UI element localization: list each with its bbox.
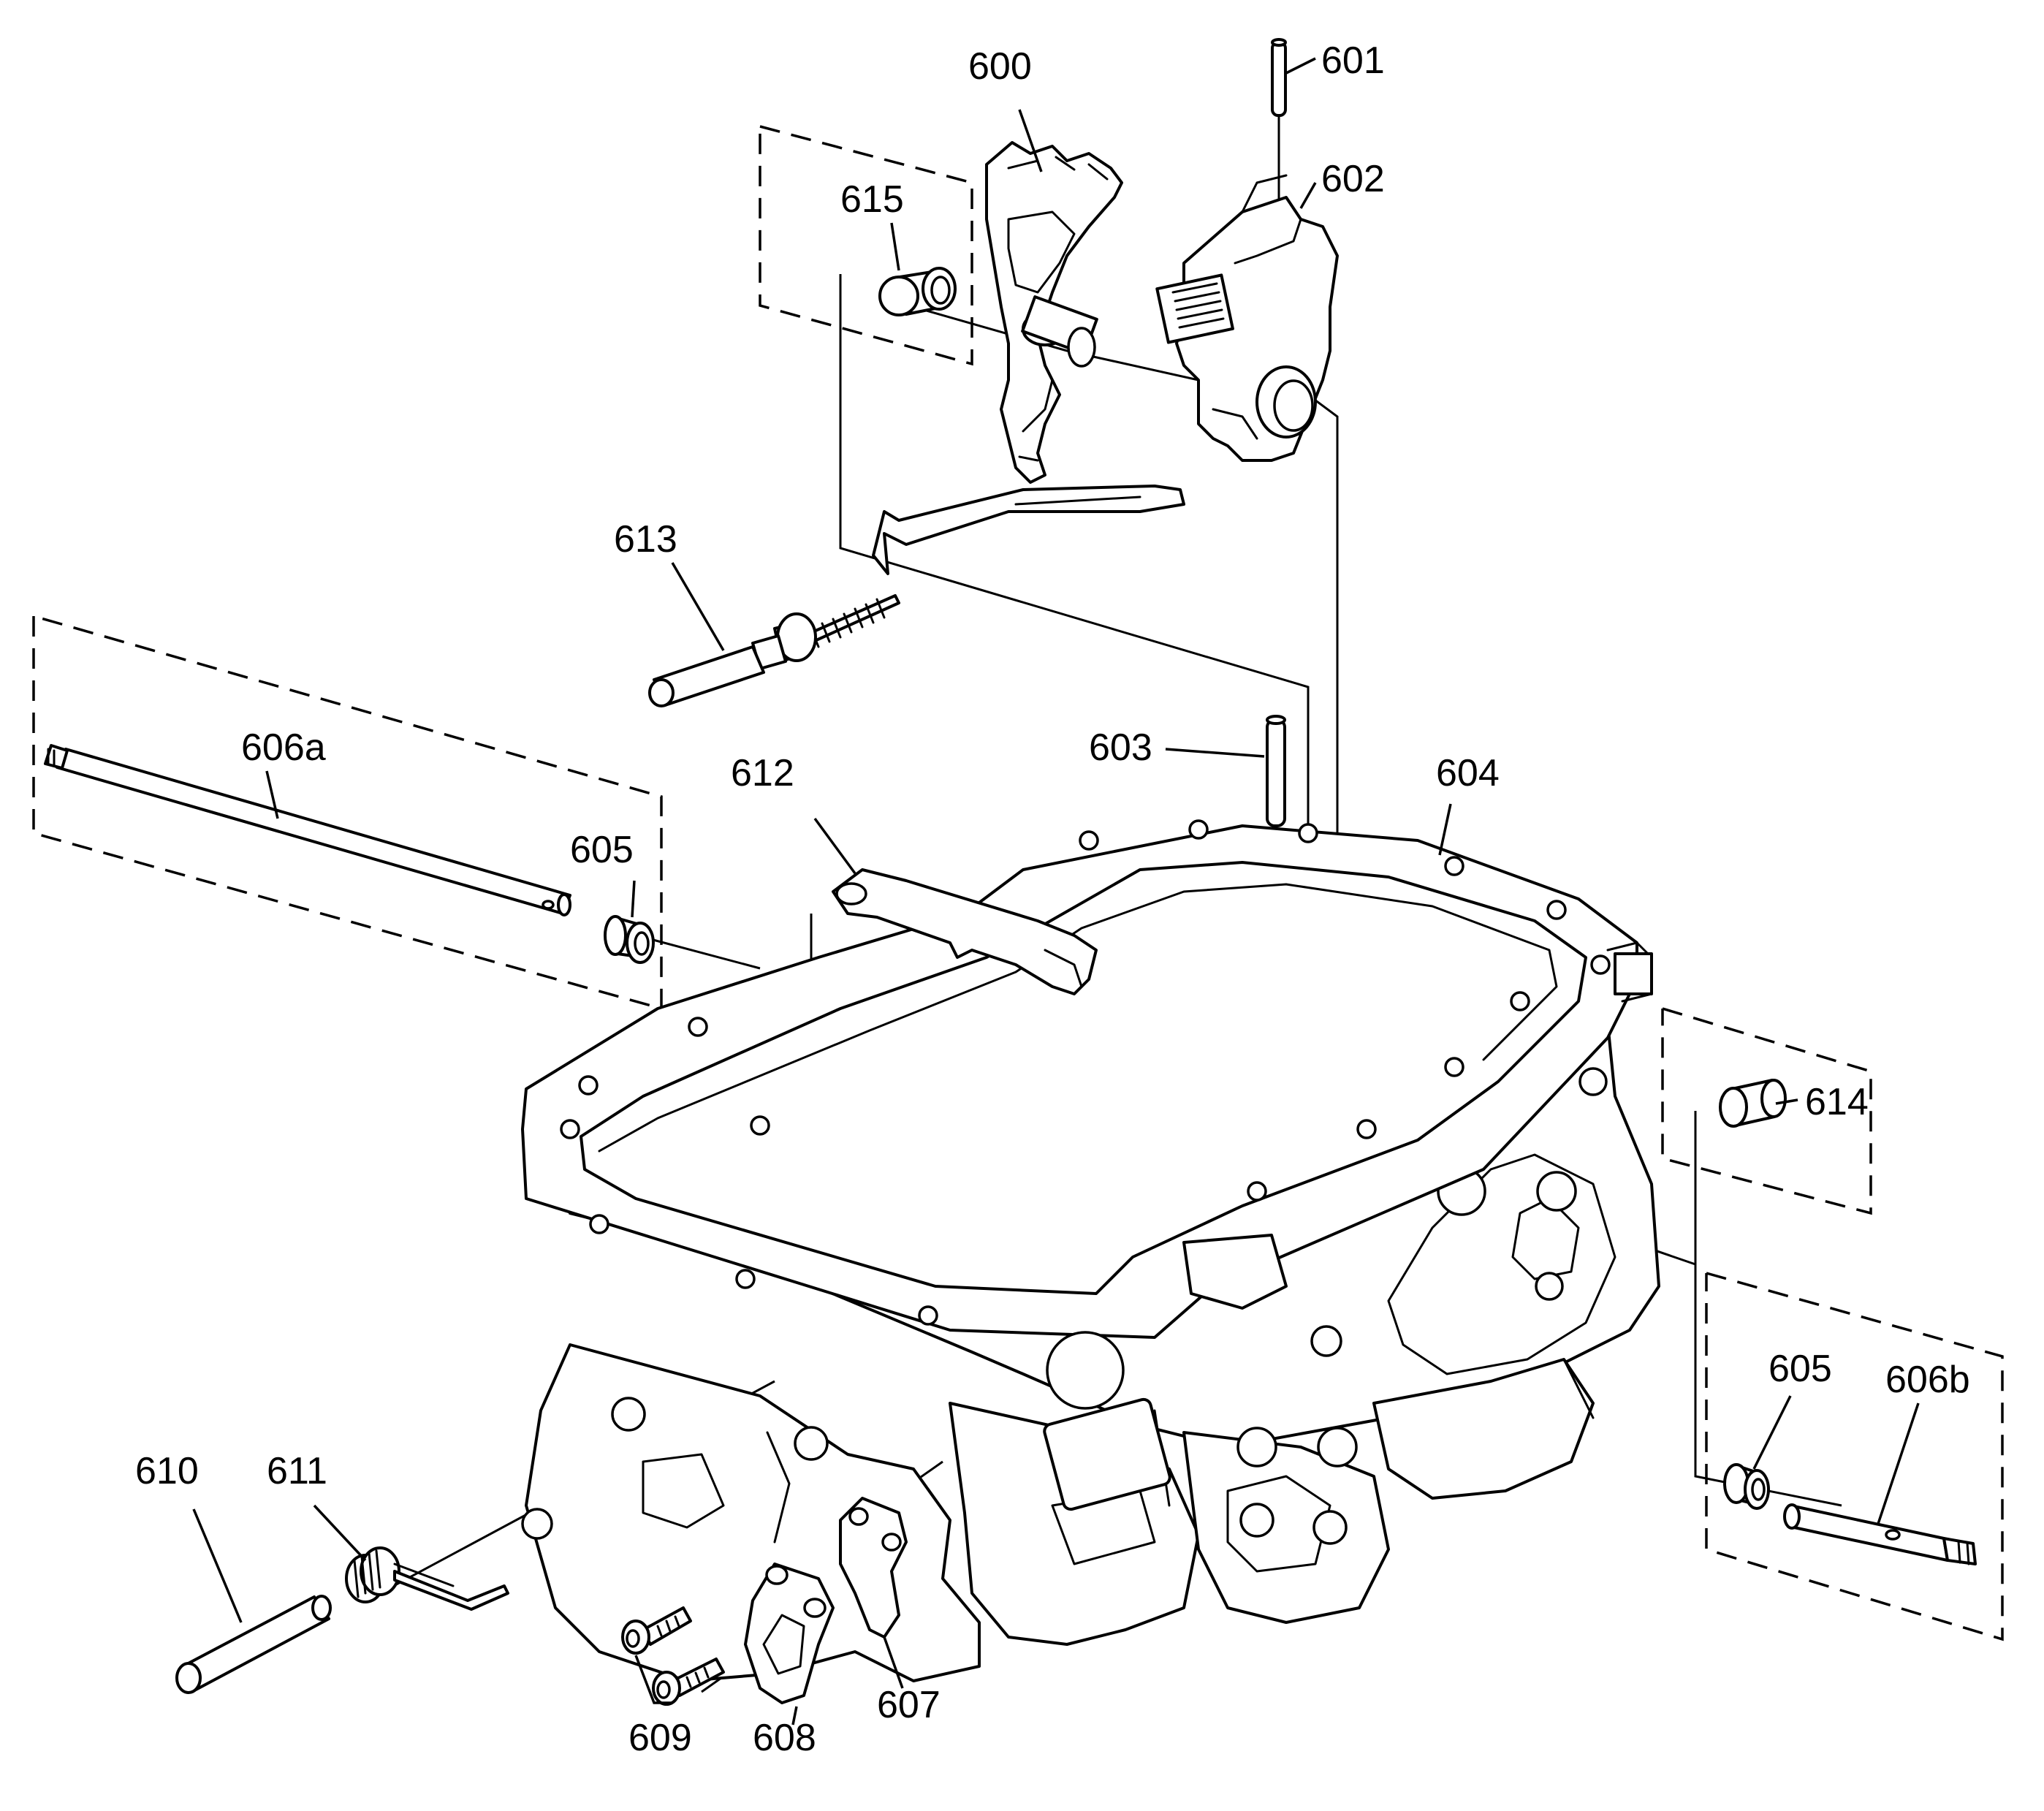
callout-605-lower: 605 [1768,1348,1832,1390]
dashed-group-606a-605 [32,615,663,1011]
callout-601: 601 [1321,39,1385,82]
callout-614: 614 [1805,1081,1869,1123]
manual-shaft-606b [1783,1503,1977,1565]
detent-spring-612 [832,868,1098,995]
callout-615: 615 [840,178,904,221]
callout-607: 607 [877,1684,941,1726]
callout-604: 604 [1436,752,1500,794]
callout-600: 600 [968,45,1032,88]
leader-lines [192,57,1920,1725]
pin-610 [175,1595,332,1694]
callout-612: 612 [731,752,794,794]
bracket-608 [744,1563,835,1704]
callout-603: 603 [1089,726,1152,769]
callout-613: 613 [614,518,677,561]
bolts-609 [621,1606,725,1706]
callout-602: 602 [1321,158,1385,200]
seal-605-upper [604,915,655,964]
callout-609: 609 [628,1717,692,1759]
position-switch-602 [1155,174,1339,462]
callout-605-upper: 605 [570,829,634,871]
callout-606b: 606b [1885,1359,1970,1401]
plate-607 [839,1497,908,1639]
bushing-615 [878,267,957,316]
callout-611: 611 [267,1450,327,1492]
seal-605-lower [1723,1463,1770,1510]
callout-610: 610 [135,1450,199,1492]
pin-601 [1271,38,1287,117]
spring-611 [345,1546,509,1611]
manual-shift-detent-lever-600 [985,141,1123,484]
dashed-group-605-606b [1705,1272,2004,1641]
bushing-614 [1719,1079,1787,1128]
park-actuator-rod-613 [648,485,1185,707]
transmission-case-604 [521,819,1660,1682]
callout-608: 608 [753,1717,816,1759]
callout-labels: 600 601 602 615 613 603 604 612 606a 605… [135,39,1970,1759]
manual-shaft-606a [44,744,571,916]
pin-603 [1266,715,1286,827]
callout-606a: 606a [241,726,326,769]
dashed-group-615 [759,125,973,366]
dashed-group-614 [1661,1007,1872,1215]
